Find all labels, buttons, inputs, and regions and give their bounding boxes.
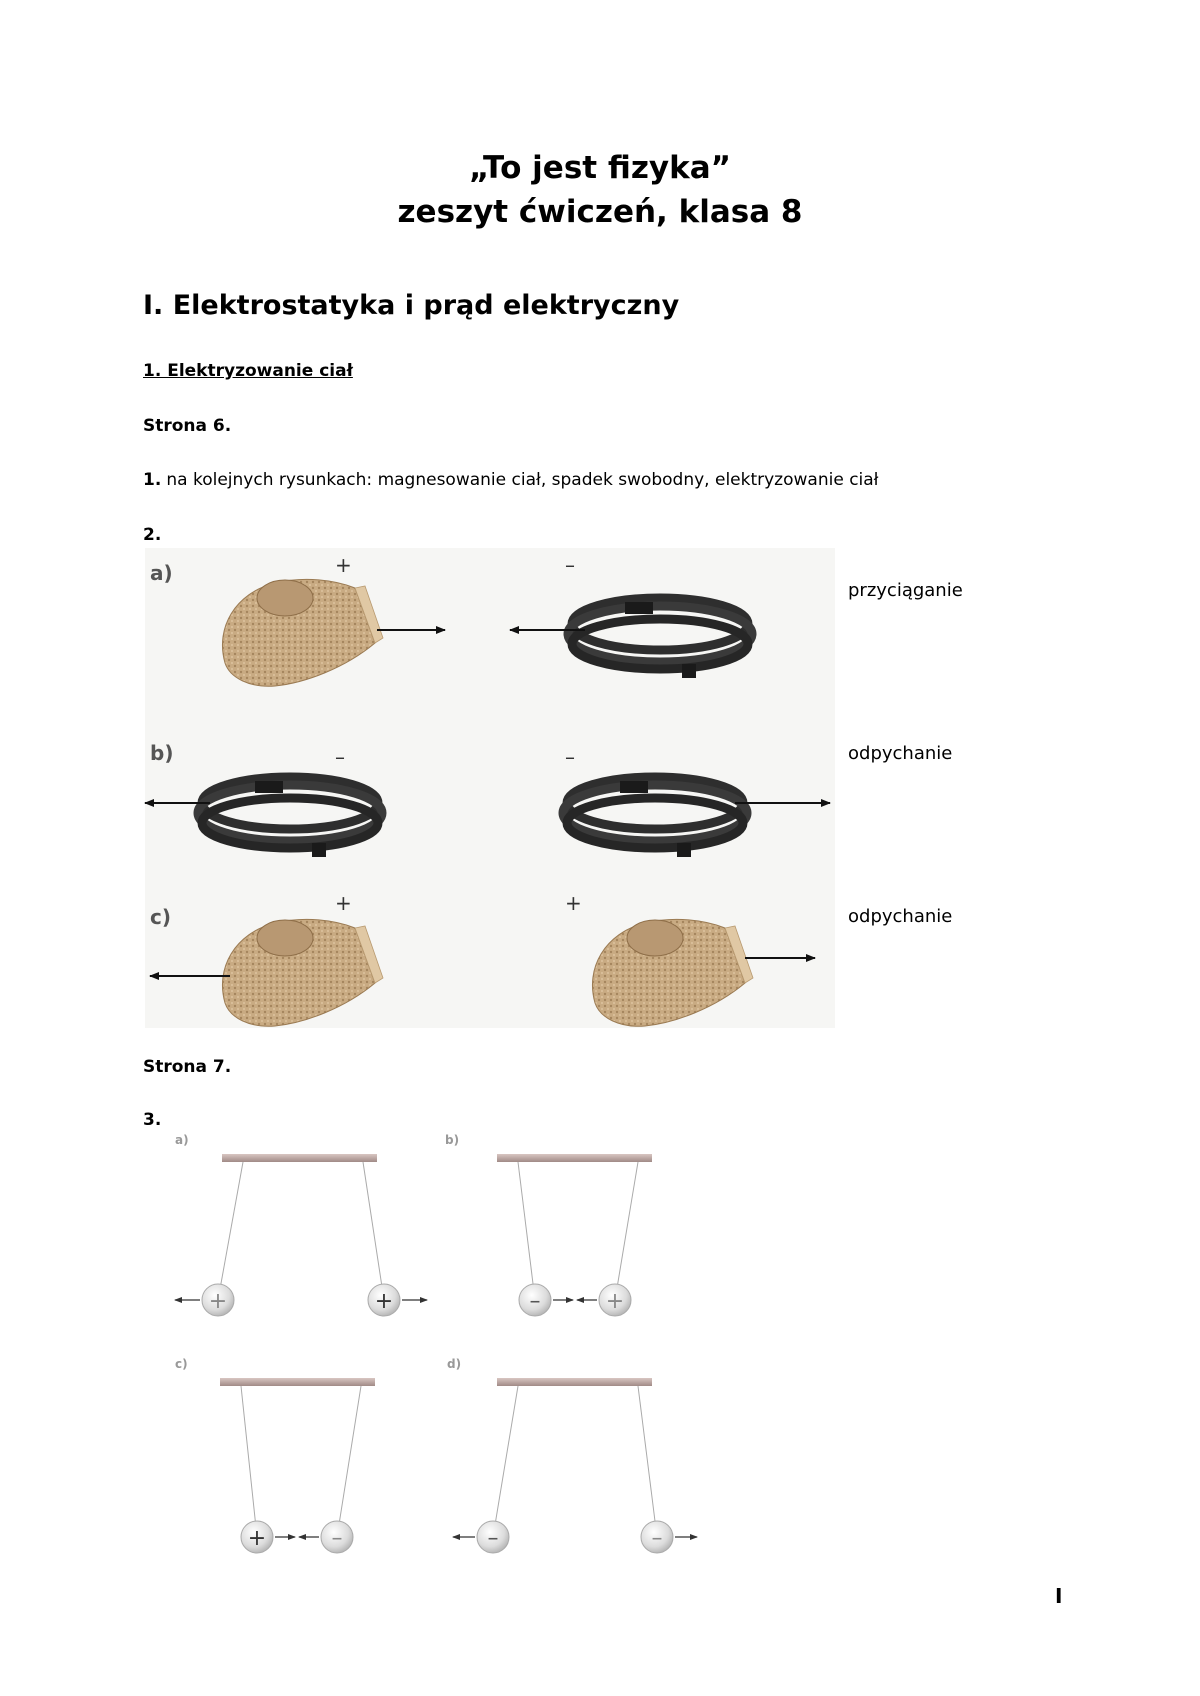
page7-label: Strona 7. [143,1057,232,1077]
document-title-line1: „To jest fizyka” [468,150,732,186]
row-a-left-sign: + [335,553,352,577]
answer-row-a: przyciąganie [848,580,963,601]
thread [240,1385,258,1538]
panel-d-right-charge: – [652,1526,663,1551]
task3-number: 3. [143,1110,162,1130]
charged-ball [598,1283,632,1317]
charged-ball [367,1283,401,1317]
panel-b-label: b) [445,1133,459,1147]
task2-figure: a) + – b) – – c) + + [144,548,835,1028]
charged-ball [476,1520,510,1554]
support-bar [497,1378,652,1386]
thread [637,1385,658,1538]
chapter-title: I. Elektrostatyka i prąd elektryczny [143,290,680,321]
page-number: I [1055,1584,1063,1608]
task3-figure: a) + + b) – + c) + – d) – – [174,1133,698,1554]
task1: 1. na kolejnych rysunkach: magnesowanie … [143,470,879,490]
document-title-line2: zeszyt ćwiczeń, klasa 8 [397,194,803,230]
support-bar [220,1378,375,1386]
row-a-label: a) [150,561,173,585]
charged-ball [320,1520,354,1554]
charged-ball [201,1283,235,1317]
thread [362,1161,385,1301]
row-c-left-sign: + [335,891,352,915]
support-bar [497,1154,652,1162]
support-bar [222,1154,377,1162]
panel-a-label: a) [175,1133,189,1147]
page6-label: Strona 6. [143,416,232,436]
panel-c-right-charge: – [332,1526,343,1551]
answer-row-c: odpychanie [848,906,953,927]
answer-row-b: odpychanie [848,743,953,764]
thread [336,1385,362,1538]
row-c-right-sign: + [565,891,582,915]
task1-text: na kolejnych rysunkach: magnesowanie cia… [166,470,879,490]
panel-b-right-charge: + [606,1289,624,1314]
charged-ball [640,1520,674,1554]
thread [517,1161,536,1301]
panel-a-right-charge: + [375,1289,393,1314]
panel-b-left-charge: – [530,1289,541,1314]
row-a-right-sign: – [565,553,575,577]
row-b-left-sign: – [335,745,345,769]
panel-d-left-charge: – [488,1526,499,1551]
panel-c-left-charge: + [248,1526,266,1551]
thread [492,1385,519,1538]
thread [614,1161,639,1301]
row-b-label: b) [150,741,173,765]
charged-ball [518,1283,552,1317]
panel-c-label: c) [175,1357,188,1371]
row-c-label: c) [150,905,171,929]
thread [217,1161,244,1301]
task2-number: 2. [143,525,162,545]
charged-ball [240,1520,274,1554]
panel-d-label: d) [447,1357,461,1371]
row-b-right-sign: – [565,745,575,769]
panel-a-left-charge: + [209,1289,227,1314]
task1-number: 1. [143,470,162,490]
section-title: 1. Elektryzowanie ciał [143,361,353,381]
